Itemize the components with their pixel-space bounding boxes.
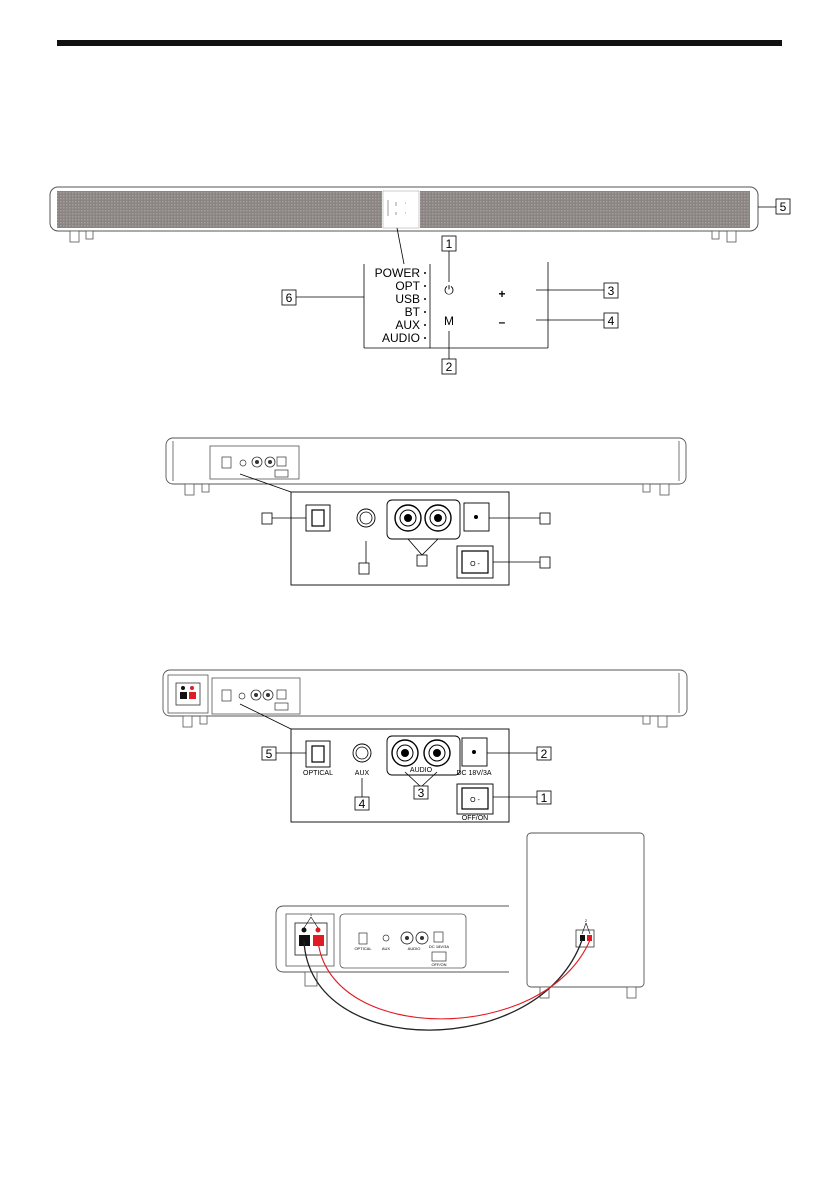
callout-6: 6: [282, 290, 296, 305]
svg-text:1: 1: [541, 791, 548, 805]
callout-2: 2: [442, 359, 456, 374]
indicator-audio: AUDIO: [382, 331, 420, 345]
indicator-power: POWER: [375, 266, 421, 280]
svg-text:DC 18V/3A: DC 18V/3A: [429, 944, 449, 949]
svg-text:5: 5: [266, 747, 273, 761]
volume-down-label: –: [499, 315, 506, 329]
svg-text:OPTICAL: OPTICAL: [354, 946, 372, 951]
rear-jack-detail-labeled: OPTICAL AUX AUDIO DC 18V/3A O - OFF/ON 5: [262, 729, 551, 822]
speaker-grille-right: [420, 191, 750, 228]
soundbar-front-view: 5: [50, 187, 790, 264]
svg-text:1: 1: [446, 237, 453, 251]
optical-label: OPTICAL: [303, 770, 333, 777]
svg-text:2: 2: [541, 747, 548, 761]
svg-text:4: 4: [359, 797, 366, 811]
audio-label: AUDIO: [410, 767, 433, 774]
callout-5: 5: [776, 199, 790, 214]
indicator-aux: AUX: [395, 318, 420, 332]
svg-text:5: 5: [780, 200, 787, 214]
indicator-usb: USB: [395, 292, 420, 306]
subwoofer-wiring: OPTICAL AUX AUDIO DC 18V/3A OFF/ON 1 2: [276, 833, 644, 1030]
callout-3-rear: 3: [414, 786, 428, 800]
soundbar-rear-view: [166, 438, 686, 495]
svg-text:O -: O -: [470, 797, 480, 804]
callout-1: 1: [442, 236, 456, 251]
callout-4-rear: 4: [355, 797, 369, 811]
callout-4: 4: [604, 313, 618, 328]
svg-text:3: 3: [418, 786, 425, 800]
switch-glyph: O -: [470, 561, 480, 568]
svg-text:4: 4: [608, 314, 615, 328]
soundbar-rear-view-labeled: [163, 670, 687, 729]
soundbar-feet: [70, 231, 736, 242]
dc-label: DC 18V/3A: [456, 770, 491, 777]
volume-up-label: +: [498, 287, 505, 301]
callout-5-rear: 5: [262, 747, 276, 761]
indicator-bt: BT: [405, 305, 421, 319]
callout-1-rear: 1: [537, 791, 551, 805]
svg-text:3: 3: [608, 284, 615, 298]
control-panel-detail: POWER OPT USB BT AUX AUDIO ⏻ M + – 1 2: [282, 236, 618, 374]
indicator-opt: OPT: [395, 279, 420, 293]
svg-text:AUX: AUX: [382, 946, 391, 951]
speaker-grille-left: [57, 191, 382, 228]
svg-text:AUDIO: AUDIO: [408, 946, 421, 951]
callout-3: 3: [604, 283, 618, 298]
svg-text:2: 2: [446, 360, 453, 374]
rear-jack-detail-blank: O -: [262, 492, 550, 585]
aux-label: AUX: [355, 770, 370, 777]
svg-text:6: 6: [286, 291, 293, 305]
svg-text:OFF/ON: OFF/ON: [431, 962, 446, 967]
power-button-icon: ⏻: [444, 283, 454, 297]
switch-label: OFF/ON: [462, 815, 488, 822]
callout-2-rear: 2: [537, 747, 551, 761]
mode-button-label: M: [444, 314, 454, 328]
indicator-list: POWER OPT USB BT AUX AUDIO: [375, 266, 426, 345]
control-panel-window: [383, 191, 419, 228]
header-rule: [57, 40, 782, 46]
